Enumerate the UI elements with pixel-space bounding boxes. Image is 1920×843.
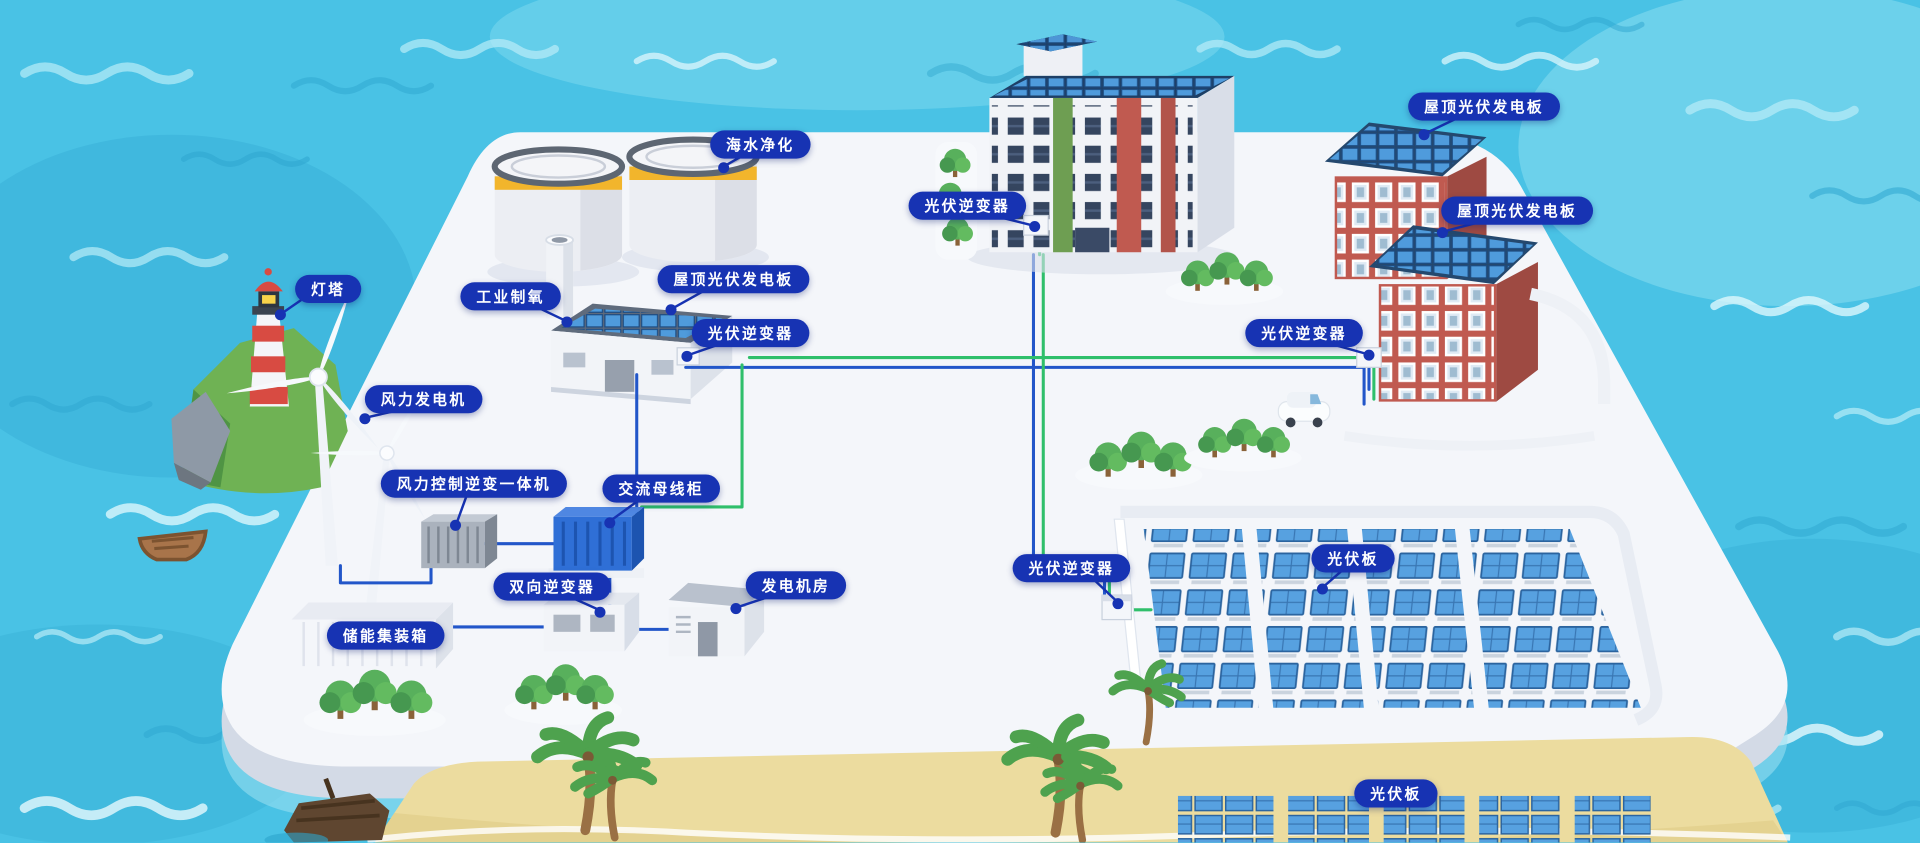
label-pv-inverter-factory: 光伏逆变器	[691, 318, 810, 348]
label-pv-panels-solar-farm: 光伏板	[1311, 544, 1395, 573]
label-seawater-purification: 海水净化	[710, 130, 811, 159]
label-wind-turbine: 风力发电机	[364, 385, 483, 414]
generator-room	[668, 582, 767, 657]
apartment-building	[967, 34, 1237, 275]
lighthouse-hill	[171, 328, 348, 494]
rowboat	[137, 529, 208, 562]
label-generator-room: 发电机房	[745, 571, 847, 600]
label-rooftop-pv-building-a: 屋顶光伏发电板	[1408, 92, 1561, 121]
label-pv-inverter-apartment: 光伏逆变器	[908, 191, 1027, 220]
white-wall	[1343, 431, 1596, 451]
label-lighthouse: 灯塔	[295, 274, 362, 304]
label-rooftop-pv-building-b: 屋顶光伏发电板	[1441, 196, 1594, 225]
label-pv-panels-beach: 光伏板	[1354, 779, 1438, 808]
red-building-b	[1368, 225, 1611, 405]
label-bidirectional-inverter: 双向逆变器	[493, 572, 612, 601]
label-industrial-oxygen: 工业制氧	[460, 282, 561, 311]
label-pv-inverter-solar-farm: 光伏逆变器	[1012, 554, 1131, 583]
label-wind-control-inverter: 风力控制逆变一体机	[380, 469, 567, 498]
car	[1277, 391, 1331, 428]
tree-rows	[303, 252, 1302, 736]
oxygen-factory	[551, 303, 733, 405]
shipwreck	[264, 777, 390, 843]
label-ac-bus-cabinet: 交流母线柜	[602, 474, 721, 503]
label-rooftop-pv-factory: 屋顶光伏发电板	[657, 265, 810, 294]
label-energy-storage-container: 储能集装箱	[326, 621, 445, 650]
beach-solar-panels	[1177, 793, 1651, 843]
label-pv-inverter-buildings: 光伏逆变器	[1245, 318, 1363, 348]
label-connectors	[274, 117, 1478, 618]
wind-control-cabinet	[421, 514, 498, 569]
